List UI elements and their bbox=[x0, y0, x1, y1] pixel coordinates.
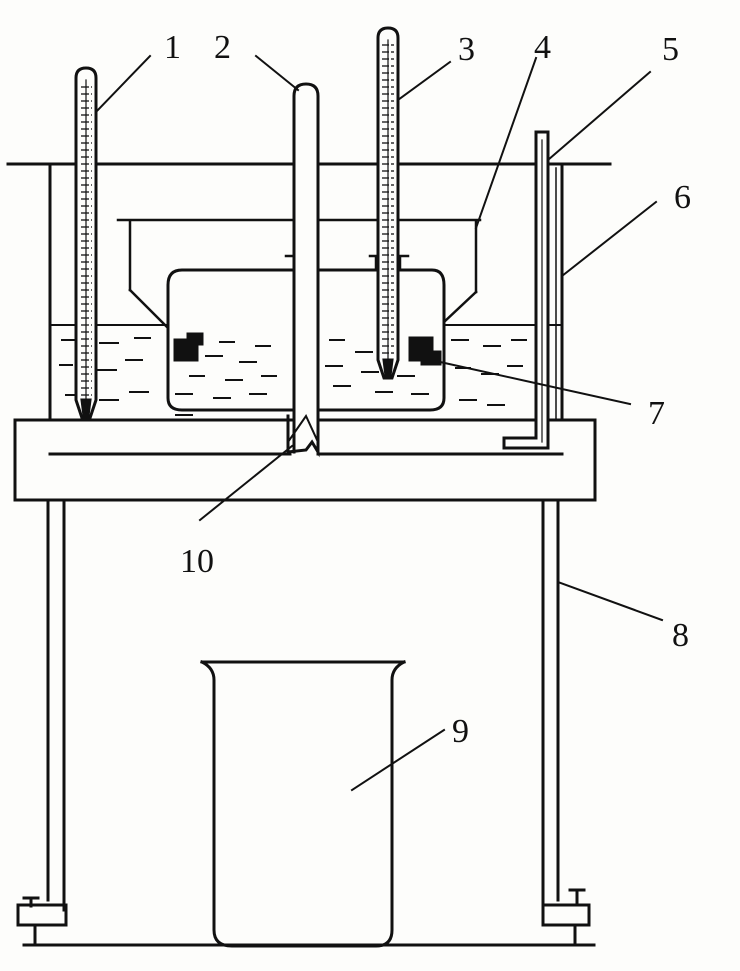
leader-lines bbox=[94, 54, 664, 792]
label-5: 5 bbox=[662, 31, 679, 68]
drain-outlet bbox=[286, 414, 320, 458]
label-6: 6 bbox=[674, 179, 691, 216]
stirrer-rod bbox=[292, 82, 320, 454]
label-8: 8 bbox=[672, 617, 689, 654]
thermometer-3 bbox=[376, 26, 400, 380]
label-2: 2 bbox=[214, 29, 231, 66]
seal-right-bottom bbox=[420, 350, 442, 366]
label-1: 1 bbox=[164, 29, 181, 66]
label-10: 10 bbox=[180, 543, 214, 580]
stand-legs bbox=[16, 500, 596, 947]
beaker bbox=[199, 659, 407, 948]
callout-labels: 1 2 3 4 5 6 7 8 9 10 bbox=[164, 29, 691, 750]
thermometer-1 bbox=[74, 66, 98, 420]
seal-left-top bbox=[186, 332, 204, 346]
label-7: 7 bbox=[648, 395, 665, 432]
label-3: 3 bbox=[458, 31, 475, 68]
label-9: 9 bbox=[452, 713, 469, 750]
label-4: 4 bbox=[534, 29, 551, 66]
l-shaped-tube bbox=[502, 130, 550, 450]
